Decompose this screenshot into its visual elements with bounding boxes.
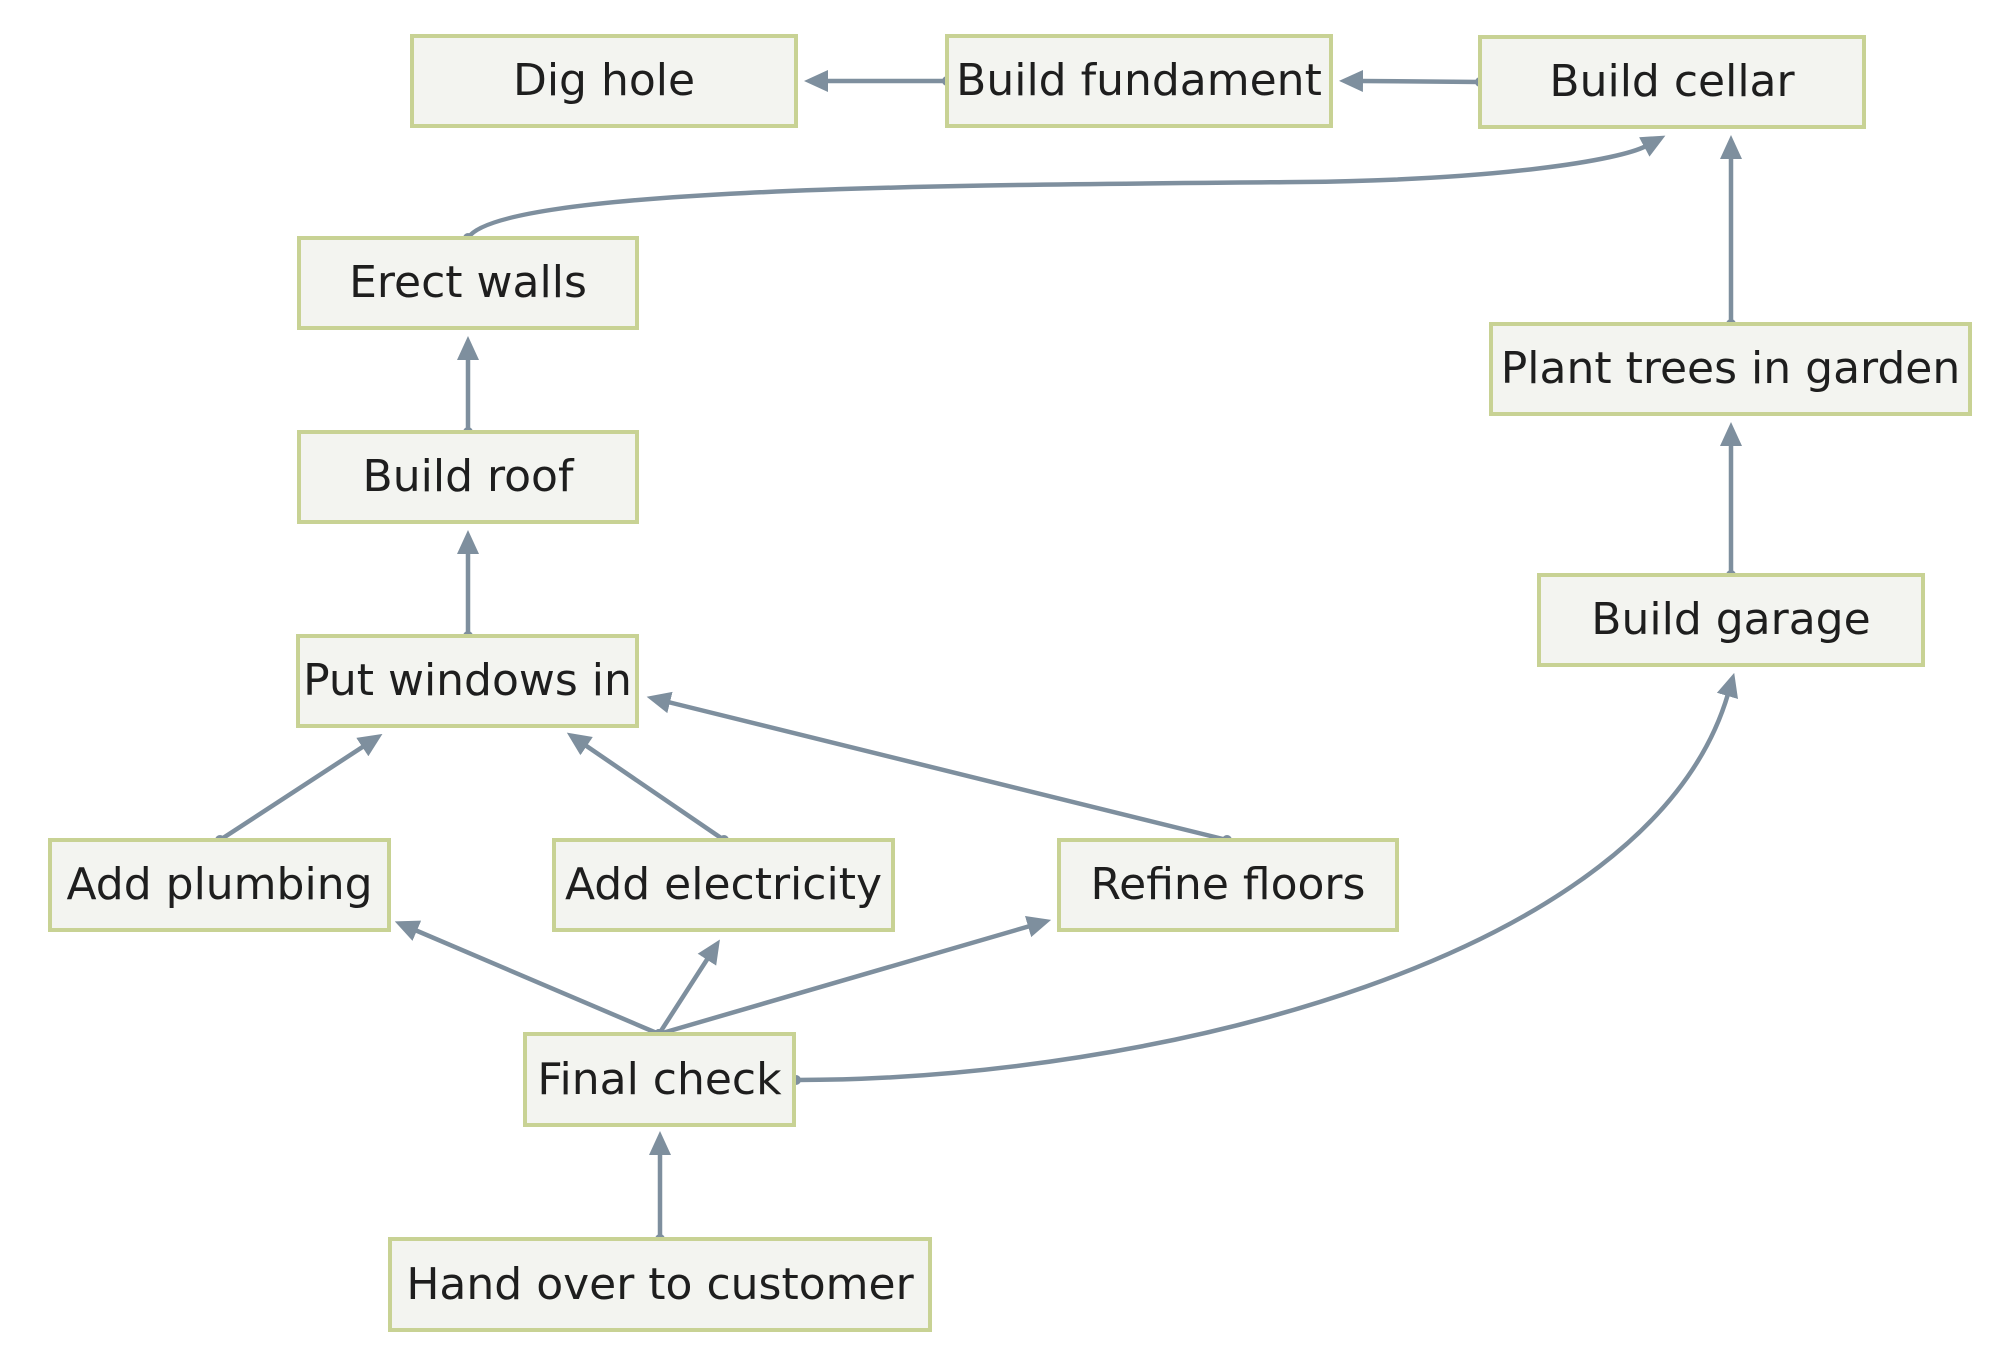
node-hand-over-to-customer[interactable]: Hand over to customer xyxy=(388,1237,932,1332)
edge-build-cellar-to-build-fundament xyxy=(1339,70,1483,93)
edge-final-check-to-add-plumbing xyxy=(394,920,662,1037)
edge-final-check-to-build-garage xyxy=(793,672,1738,1083)
node-plant-trees-in-garden[interactable]: Plant trees in garden xyxy=(1489,322,1972,416)
edge-final-check-to-refine-floors xyxy=(656,915,1052,1037)
node-put-windows-in[interactable]: Put windows in xyxy=(296,634,639,728)
node-label: Build cellar xyxy=(1549,56,1795,107)
node-label: Hand over to customer xyxy=(406,1258,914,1310)
node-build-roof[interactable]: Build roof xyxy=(297,430,639,524)
node-label: Add electricity xyxy=(564,859,882,910)
node-refine-floors[interactable]: Refine floors xyxy=(1057,838,1399,932)
node-add-electricity[interactable]: Add electricity xyxy=(552,838,895,932)
node-label: Refine floors xyxy=(1090,859,1366,910)
node-label: Build roof xyxy=(362,451,574,502)
node-build-garage[interactable]: Build garage xyxy=(1537,573,1925,667)
node-label: Put windows in xyxy=(303,655,632,706)
node-erect-walls[interactable]: Erect walls xyxy=(297,236,639,330)
node-build-fundament[interactable]: Build fundament xyxy=(945,34,1333,128)
node-add-plumbing[interactable]: Add plumbing xyxy=(48,838,391,932)
node-label: Final check xyxy=(537,1053,782,1105)
node-label: Erect walls xyxy=(349,257,587,308)
node-dig-hole[interactable]: Dig hole xyxy=(410,34,798,128)
node-label: Dig hole xyxy=(512,55,696,106)
edge-add-electricity-to-put-windows-in xyxy=(566,732,727,843)
edge-final-check-to-add-electricity xyxy=(656,939,720,1037)
edge-refine-floors-to-put-windows-in xyxy=(646,691,1230,843)
node-label: Plant trees in garden xyxy=(1500,343,1961,394)
node-final-check[interactable]: Final check xyxy=(523,1032,796,1127)
edge-add-plumbing-to-put-windows-in xyxy=(217,733,383,843)
node-label: Build garage xyxy=(1591,594,1871,645)
node-label: Build fundament xyxy=(956,55,1322,106)
node-label: Add plumbing xyxy=(66,859,373,910)
node-build-cellar[interactable]: Build cellar xyxy=(1478,35,1866,129)
edge-erect-walls-to-build-cellar xyxy=(465,135,1666,241)
